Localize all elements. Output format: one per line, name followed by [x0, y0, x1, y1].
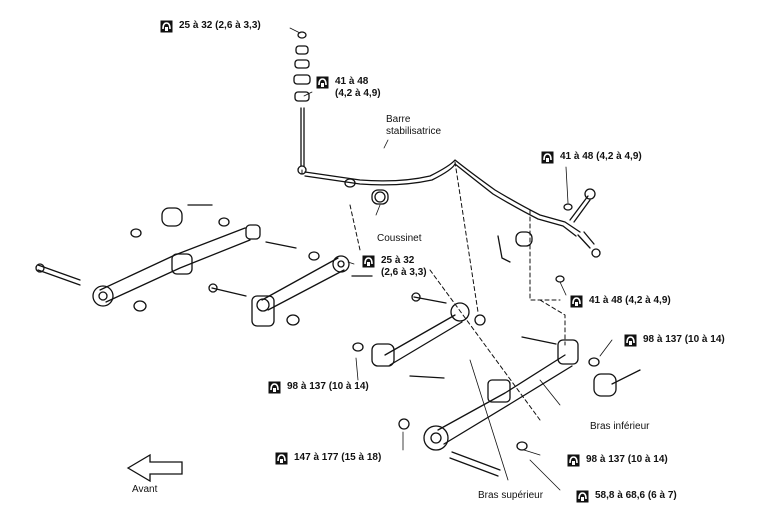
label-lower-arm: Bras inférieur	[590, 421, 650, 432]
torque-wrench-icon	[624, 334, 637, 347]
torque-label-stabilizer-link-mid: 41 à 48 (4,2 à 4,9)	[316, 76, 381, 100]
torque-label-lower-arm-outer: 147 à 177 (15 à 18)	[275, 452, 381, 465]
torque-value-kgm: (2,6 à 3,3)	[381, 267, 427, 278]
torque-label-stabilizer-link-top: 25 à 32 (2,6 à 3,3)	[160, 20, 261, 33]
torque-label-lower-arm-bolt: 98 à 137 (10 à 14)	[567, 454, 668, 467]
torque-wrench-icon	[268, 381, 281, 394]
upper-arm	[371, 292, 486, 379]
torque-wrench-icon	[567, 454, 580, 467]
torque-value: 25 à 32	[381, 255, 415, 266]
label-stabilizer-line1: Barre	[386, 114, 411, 125]
label-upper-arm: Bras supérieur	[478, 490, 544, 501]
lower-arm	[352, 336, 641, 477]
torque-wrench-icon	[160, 20, 173, 33]
torque-wrench-icon	[576, 490, 589, 503]
torque-label-upper-arm-bolt: 58,8 à 68,6 (6 à 7)	[576, 490, 677, 503]
label-stabilizer-bar: Barre stabilisatrice	[386, 114, 441, 138]
stabilizer-bar	[304, 159, 581, 263]
torque-wrench-icon	[541, 151, 554, 164]
torque-value-kgm: (4,2 à 4,9)	[335, 88, 381, 99]
torque-wrench-icon	[275, 452, 288, 465]
torque-wrench-icon	[362, 255, 375, 268]
torque-value: 147 à 177 (15 à 18)	[294, 452, 382, 463]
torque-label-upper-arm: 98 à 137 (10 à 14)	[268, 381, 369, 394]
torque-wrench-icon	[316, 76, 329, 89]
torque-value: 41 à 48 (4,2 à 4,9)	[589, 295, 671, 306]
label-bushing: Coussinet	[377, 233, 422, 244]
label-stabilizer-line2: stabilisatrice	[386, 126, 442, 137]
torque-value: 98 à 137 (10 à 14)	[643, 334, 725, 345]
torque-value: 98 à 137 (10 à 14)	[586, 454, 668, 465]
torque-label-lower-arm-inner: 98 à 137 (10 à 14)	[624, 334, 725, 347]
stabilizer-link-left	[293, 31, 311, 175]
torque-value: 25 à 32 (2,6 à 3,3)	[179, 20, 261, 31]
torque-value: 58,8 à 68,6 (6 à 7)	[595, 490, 677, 501]
torque-value: 41 à 48	[335, 76, 369, 87]
torque-label-right-link-top: 41 à 48 (4,2 à 4,9)	[541, 151, 642, 164]
center-arm	[208, 251, 373, 327]
torque-value: 98 à 137 (10 à 14)	[287, 381, 369, 392]
torque-label-right-link-bottom: 41 à 48 (4,2 à 4,9)	[570, 295, 671, 308]
torque-value: 41 à 48 (4,2 à 4,9)	[560, 151, 642, 162]
torque-label-center-arm: 25 à 32 (2,6 à 3,3)	[362, 255, 427, 279]
front-arrow-icon	[126, 453, 183, 483]
left-upper-arm	[35, 204, 297, 312]
torque-wrench-icon	[570, 295, 583, 308]
label-front: Avant	[132, 484, 158, 495]
stabilizer-link-right	[555, 188, 601, 283]
